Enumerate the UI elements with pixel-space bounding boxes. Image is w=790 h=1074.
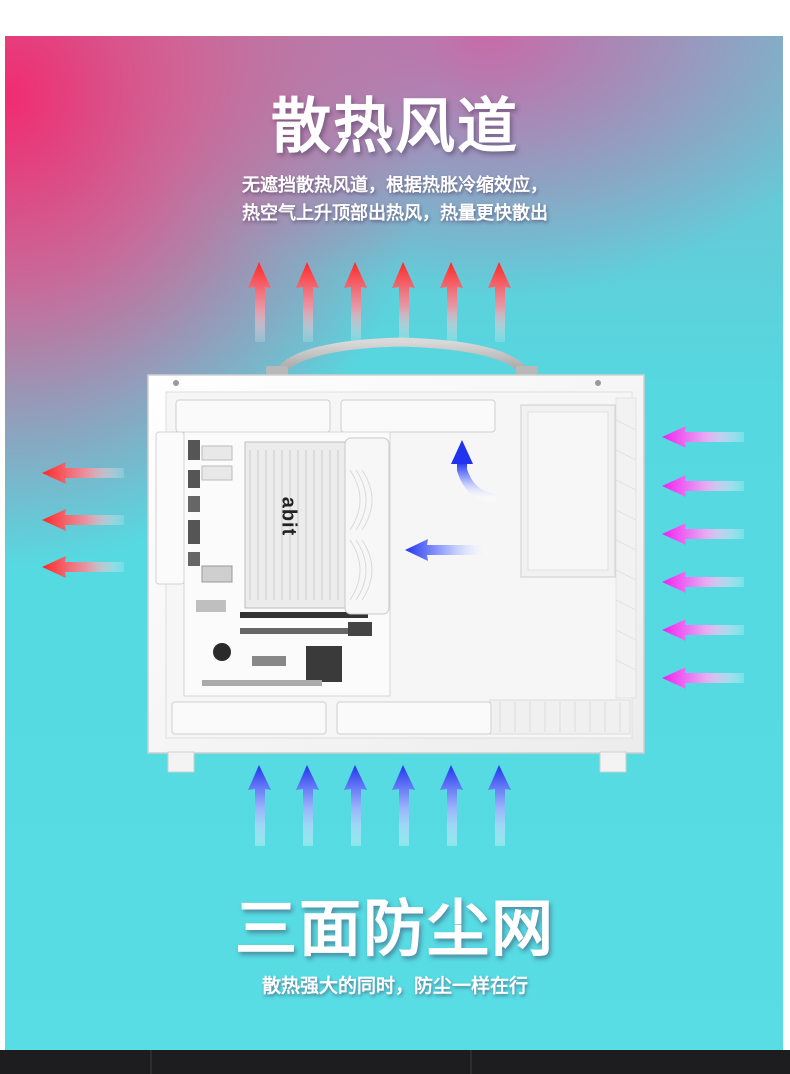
airflow-curve-arrow-icon	[451, 440, 497, 503]
cpu-cooler	[244, 437, 390, 615]
intake-up-arrow-icon	[248, 765, 511, 846]
bottom-fan-right	[336, 701, 492, 735]
rear-fan	[155, 431, 185, 585]
bottom-fan-left	[171, 701, 327, 735]
side-dust-filter-mesh	[615, 397, 637, 699]
screw	[595, 380, 601, 386]
left-margin	[0, 36, 5, 1050]
case-handle	[271, 337, 533, 383]
heading-cooling-airflow: 散热风道	[271, 92, 519, 162]
bottom-mesh	[489, 699, 631, 735]
screw	[173, 380, 179, 386]
case-foot-right	[599, 751, 627, 773]
description-line-2: 热空气上升顶部出热风，热量更快散出	[242, 203, 548, 224]
top-fan-right	[340, 399, 496, 433]
exhaust-left-arrow-icon	[42, 462, 124, 578]
description-airflow: 无遮挡散热风道，根据热胀冷缩效应， 热空气上升顶部出热风，热量更快散出	[0, 172, 790, 228]
side-intake-arrow-icon	[662, 426, 744, 689]
description-line-1: 无遮挡散热风道，根据热胀冷缩效应，	[242, 175, 548, 196]
strip-seam	[150, 1050, 152, 1074]
description-dust-filter: 散热强大的同时，防尘一样在行	[261, 975, 528, 997]
intake-left-arrow-icon	[405, 539, 487, 561]
hot-air-up-arrow-icon	[248, 262, 511, 342]
top-fan-left	[175, 399, 331, 433]
heading-dust-filter: 三面防尘网	[234, 892, 555, 965]
case-foot-left	[167, 751, 195, 773]
next-section-strip	[0, 1050, 790, 1074]
strip-seam	[470, 1050, 472, 1074]
board-logo: abit	[277, 496, 300, 537]
psu-cover	[527, 411, 609, 571]
